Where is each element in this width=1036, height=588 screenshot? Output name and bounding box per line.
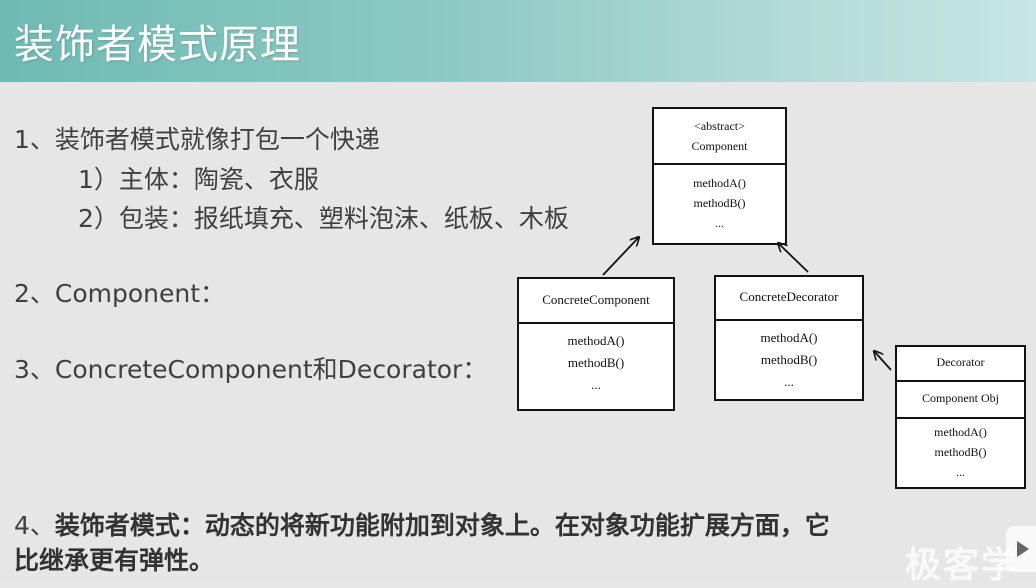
uml-decorator-field: Component Obj bbox=[897, 382, 1024, 419]
bullet-2: 2、Component： bbox=[14, 279, 226, 308]
uml-decorator-name: Decorator bbox=[936, 355, 985, 369]
uml-method: ... bbox=[784, 374, 794, 389]
uml-concrete-decorator-methods: methodA() methodB() ... bbox=[716, 321, 862, 393]
uml-method: ... bbox=[715, 216, 724, 230]
watermark-logo: 极客学 bbox=[905, 545, 1020, 586]
uml-concrete-component-methods: methodA() methodB() ... bbox=[519, 324, 673, 396]
arrow-concrete-component-to-component bbox=[602, 237, 639, 276]
bullet-1: 1、装饰者模式就像打包一个快递 bbox=[14, 125, 380, 154]
slide-title: 装饰者模式原理 bbox=[14, 22, 301, 68]
uml-component-stereotype: <abstract> bbox=[694, 119, 745, 133]
uml-method: methodB() bbox=[934, 445, 987, 459]
uml-method: methodB() bbox=[693, 196, 746, 210]
uml-component-methods: methodA() methodB() ... bbox=[654, 165, 785, 233]
uml-component: <abstract> Component methodA() methodB()… bbox=[652, 107, 787, 245]
uml-concrete-decorator: ConcreteDecorator methodA() methodB() ..… bbox=[714, 275, 864, 401]
uml-component-name: Component bbox=[691, 139, 748, 153]
bullet-4-line-2: 比继承更有弹性。 bbox=[14, 546, 215, 575]
uml-method: ... bbox=[956, 465, 965, 479]
arrow-concrete-decorator-to-component bbox=[778, 243, 809, 273]
bullet-1-sub-1: 1）主体：陶瓷、衣服 bbox=[78, 165, 319, 194]
bullet-4-prefix: 4、 bbox=[14, 511, 55, 540]
uml-concrete-decorator-name: ConcreteDecorator bbox=[739, 289, 839, 304]
uml-decorator-methods: methodA() methodB() ... bbox=[897, 419, 1024, 482]
uml-method: methodA() bbox=[760, 330, 818, 345]
uml-concrete-component-header: ConcreteComponent bbox=[519, 279, 673, 324]
bullet-1-sub-2: 2）包装：报纸填充、塑料泡沫、纸板、木板 bbox=[78, 204, 569, 233]
uml-concrete-decorator-header: ConcreteDecorator bbox=[716, 277, 862, 321]
uml-concrete-component: ConcreteComponent methodA() methodB() ..… bbox=[517, 277, 675, 411]
bullet-4: 4、装饰者模式：动态的将新功能附加到对象上。在对象功能扩展方面，它 bbox=[14, 506, 830, 542]
uml-component-header: <abstract> Component bbox=[654, 109, 785, 165]
uml-method: methodA() bbox=[693, 176, 746, 190]
bullet-4-line-1: 装饰者模式：动态的将新功能附加到对象上。在对象功能扩展方面，它 bbox=[54, 511, 830, 540]
uml-method: methodA() bbox=[934, 425, 987, 439]
uml-method: methodB() bbox=[760, 352, 818, 367]
uml-decorator-field-text: Component Obj bbox=[922, 391, 999, 405]
uml-method: ... bbox=[591, 377, 601, 392]
uml-method: methodA() bbox=[567, 333, 625, 348]
play-icon[interactable] bbox=[1006, 526, 1036, 572]
arrow-decorator-to-concrete-decorator bbox=[874, 351, 892, 371]
title-bar: 装饰者模式原理 bbox=[0, 0, 1036, 82]
uml-decorator: Decorator Component Obj methodA() method… bbox=[895, 345, 1026, 489]
uml-method: methodB() bbox=[567, 355, 625, 370]
bullet-3: 3、ConcreteComponent和Decorator： bbox=[14, 355, 488, 384]
uml-concrete-component-name: ConcreteComponent bbox=[542, 292, 650, 307]
uml-decorator-header: Decorator bbox=[897, 347, 1024, 382]
